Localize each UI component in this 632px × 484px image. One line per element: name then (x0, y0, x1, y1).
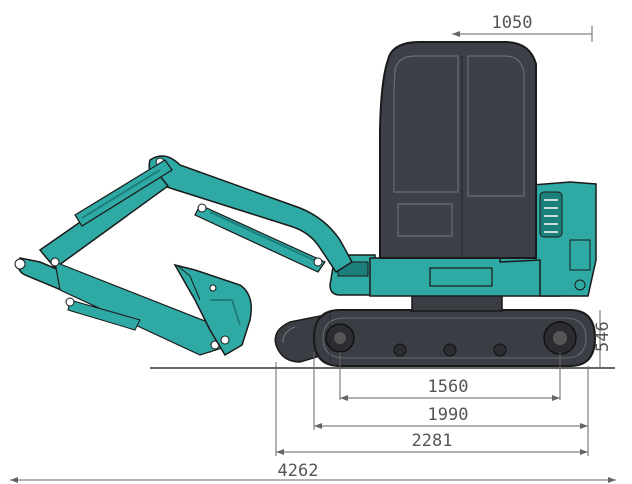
bucket (173, 263, 252, 357)
upper-structure (329, 181, 597, 297)
dim-label-overall-length: 4262 (278, 461, 319, 481)
operator-cab (379, 41, 537, 259)
dim-label-track-length: 1990 (428, 405, 469, 425)
dim-label-cab-width: 1050 (492, 13, 533, 33)
dim-label-track-height: 546 (593, 321, 613, 352)
boom (38, 155, 353, 274)
crawler-track (312, 309, 597, 367)
dim-label-rear-to-blade: 2281 (412, 431, 453, 451)
dim-label-tumbler-distance: 1560 (428, 377, 469, 397)
